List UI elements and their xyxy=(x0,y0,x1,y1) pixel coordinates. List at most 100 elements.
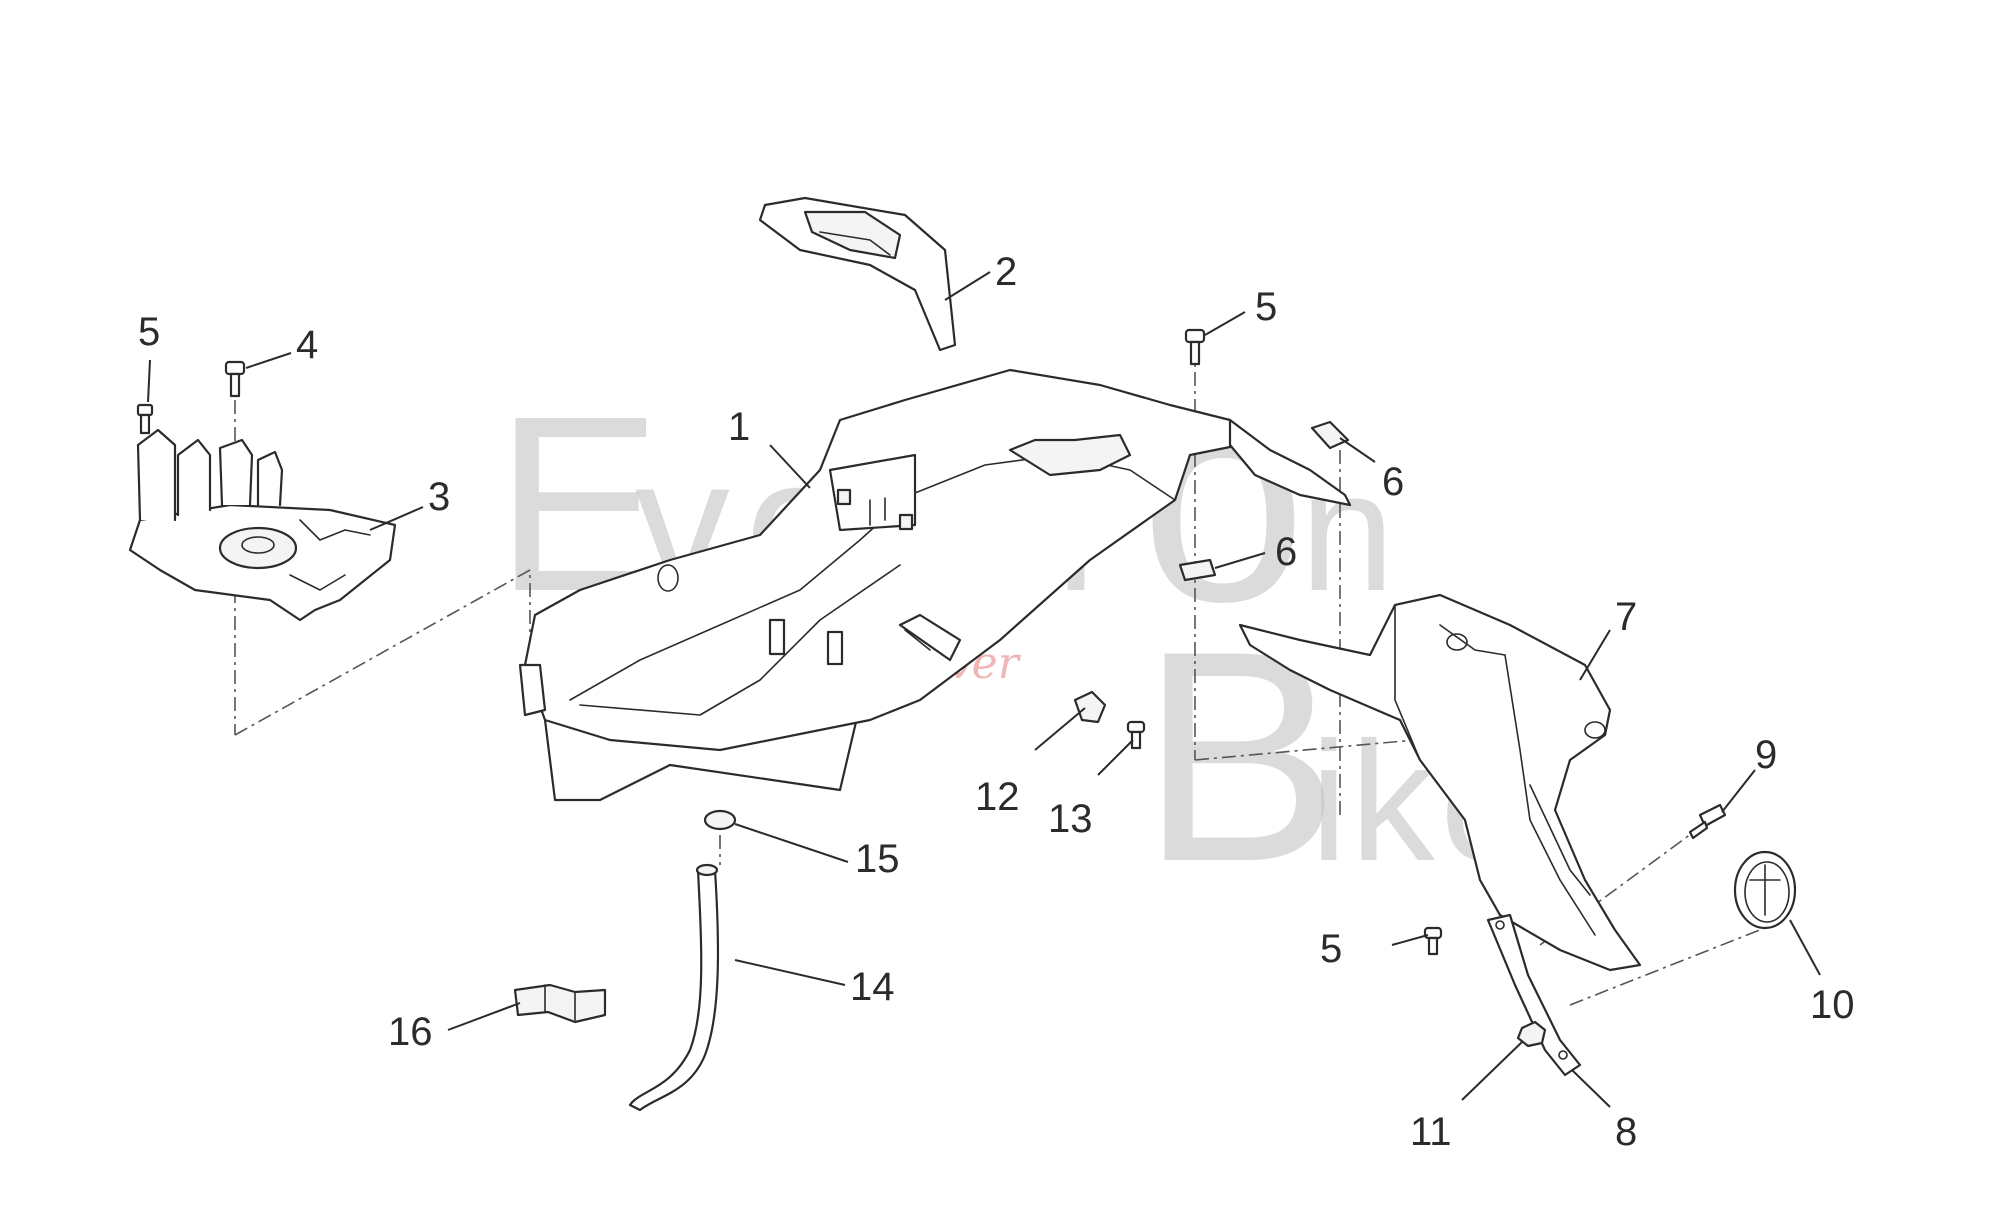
part-1-mount-left xyxy=(518,663,547,717)
watermark-letter-n: n xyxy=(1300,437,1395,627)
bolt-4-head xyxy=(224,360,246,376)
reflector-10 xyxy=(1733,850,1797,930)
leader-6-upper xyxy=(1339,437,1376,463)
part-7-plate-edge xyxy=(1529,784,1591,896)
callout-3: 3 xyxy=(428,475,450,519)
part-7-ridge-3 xyxy=(1504,654,1596,936)
part-3-fin-1 xyxy=(136,428,177,522)
callout-labels: 1 2 3 4 5 5 6 6 7 8 9 10 11 12 13 14 15 … xyxy=(138,250,1855,1154)
leader-6-lower xyxy=(1214,552,1266,569)
callout-5-bottom: 5 xyxy=(1320,927,1342,971)
watermark-letter-i2: i xyxy=(1310,707,1348,897)
callout-5-left: 5 xyxy=(138,310,160,354)
callout-16: 16 xyxy=(388,1010,433,1054)
part-2-body xyxy=(758,196,957,352)
part-1-mount-edge xyxy=(904,629,931,651)
hose-14-body xyxy=(628,868,720,1112)
bolt-5-top-shank xyxy=(1189,340,1201,366)
leader-8 xyxy=(1571,1069,1611,1108)
bracket-8-body xyxy=(1486,913,1582,1077)
callout-14: 14 xyxy=(850,965,895,1009)
part-3-fin-4 xyxy=(256,450,284,507)
part-3-rib xyxy=(299,519,371,541)
leader-lines xyxy=(147,271,1821,1108)
leader-10 xyxy=(1789,919,1821,976)
screw-13-shank xyxy=(1130,730,1142,750)
screw-5-bottom-head xyxy=(1423,926,1443,940)
clamp-16-body xyxy=(513,983,607,1024)
part-3-boss xyxy=(218,526,298,570)
callout-6-upper: 6 xyxy=(1382,460,1404,504)
leader-7 xyxy=(1579,629,1611,681)
leader-15 xyxy=(734,823,849,863)
callout-11: 11 xyxy=(1410,1110,1452,1154)
part-3-fin-3 xyxy=(218,438,254,507)
callout-2: 2 xyxy=(995,250,1017,294)
centerline-reflector-lower xyxy=(1569,919,1786,1006)
leader-5-top xyxy=(1204,311,1246,336)
callout-1: 1 xyxy=(728,405,750,449)
part-2-edge xyxy=(819,231,891,256)
part-7-rear-fender xyxy=(1238,593,1642,972)
leader-9 xyxy=(1721,769,1756,813)
grommet-15-body xyxy=(703,809,737,831)
part-1-post-1 xyxy=(768,618,786,656)
clamp-16 xyxy=(513,983,607,1024)
leader-1 xyxy=(769,444,811,489)
callout-6-lower: 6 xyxy=(1275,530,1297,574)
bolt-5-top-head xyxy=(1184,328,1206,344)
screw-5-bottom xyxy=(1423,926,1443,956)
bracket-8 xyxy=(1486,913,1582,1077)
leader-5-left xyxy=(147,359,151,403)
callout-10: 10 xyxy=(1810,983,1855,1027)
screw-5-left-shank xyxy=(139,413,151,435)
part-7-ridge-1 xyxy=(1394,604,1421,761)
callout-9: 9 xyxy=(1755,733,1777,777)
leader-4 xyxy=(245,352,292,369)
leader-12 xyxy=(1034,707,1086,751)
callout-7: 7 xyxy=(1615,595,1637,639)
part-3-tray xyxy=(128,428,397,622)
hose-14 xyxy=(628,863,720,1112)
bolt-5-top xyxy=(1184,328,1206,366)
part-1-front-wall xyxy=(828,453,917,532)
leader-13 xyxy=(1097,739,1134,776)
part-1-hole xyxy=(657,564,679,592)
screw-5-left xyxy=(136,403,154,435)
clamp-16-seams xyxy=(544,984,576,1021)
callout-12: 12 xyxy=(975,775,1020,819)
nut-11 xyxy=(1516,1020,1547,1048)
screw-9-shank xyxy=(1688,820,1709,840)
bolt-4 xyxy=(224,360,246,398)
leader-5-bottom xyxy=(1391,934,1429,946)
part-1-clip-1 xyxy=(836,488,852,506)
clip-nut-12-body xyxy=(1073,690,1107,724)
clip-nut-12 xyxy=(1073,690,1107,724)
grommet-15 xyxy=(703,809,737,831)
leader-11 xyxy=(1461,1041,1523,1101)
leader-3 xyxy=(369,506,424,531)
bracket-8-hole-2 xyxy=(1558,1050,1568,1060)
callout-5-top: 5 xyxy=(1255,285,1277,329)
screw-5-left-head xyxy=(136,403,154,417)
hose-14-end xyxy=(695,863,719,877)
part-3-boss-hole xyxy=(241,536,275,554)
part-7-hole-1 xyxy=(1446,633,1468,651)
part-3-fin-2 xyxy=(176,438,212,517)
screw-13 xyxy=(1126,720,1146,750)
leader-14 xyxy=(734,959,846,986)
callout-4: 4 xyxy=(296,323,318,367)
leader-16 xyxy=(447,1002,521,1031)
callout-8: 8 xyxy=(1615,1110,1637,1154)
part-1-slots xyxy=(869,497,886,526)
part-1-scoop xyxy=(1008,433,1132,477)
clip-nut-6-upper xyxy=(1310,420,1350,450)
part-1-rear-body xyxy=(518,368,1352,802)
clip-nut-6-lower-body xyxy=(1178,558,1217,582)
part-7-hole-2 xyxy=(1584,721,1606,739)
bracket-8-hole-1 xyxy=(1495,920,1505,930)
nut-11-body xyxy=(1516,1020,1547,1048)
part-7-ridge-2 xyxy=(1439,624,1506,656)
